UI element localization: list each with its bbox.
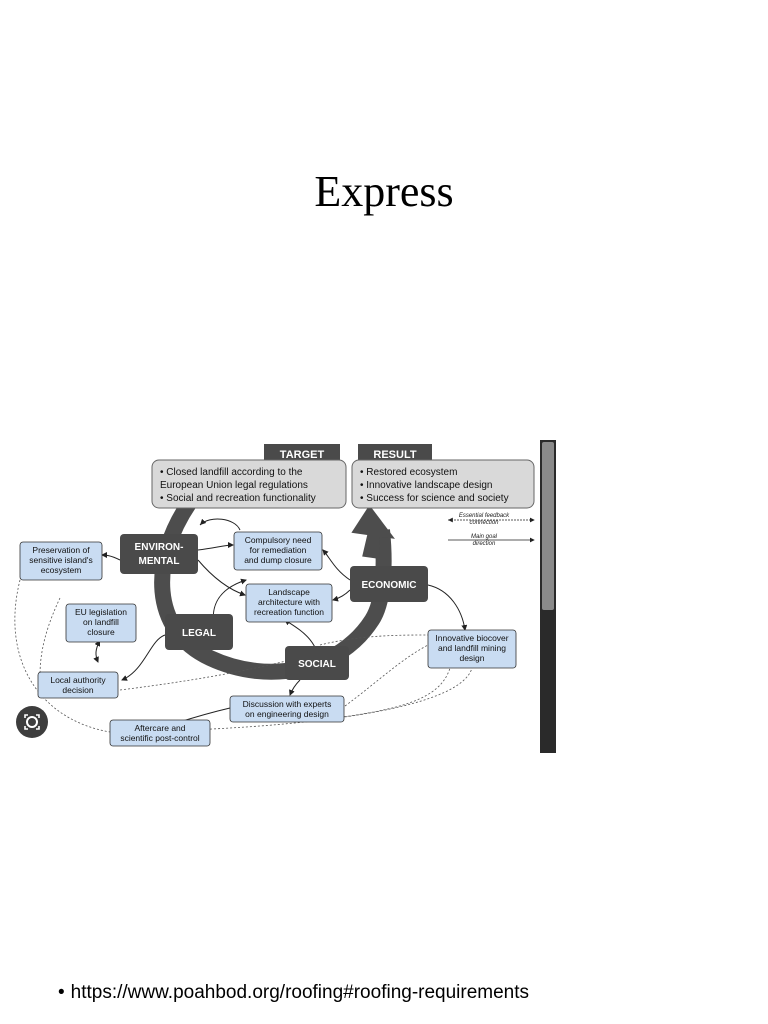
innovative-label: Innovative biocover: [435, 633, 508, 643]
compulsory-node: [233, 531, 323, 571]
innovative-label: and landfill mining: [438, 643, 506, 653]
diagram-svg: TARGET RESULT • Closed landfill accordin…: [14, 444, 535, 747]
environmental-label: MENTAL: [139, 556, 180, 567]
legend-direction-line2: direction: [473, 541, 496, 547]
environmental-label: ENVIRON-: [135, 542, 184, 553]
compulsory-label: for remediation: [250, 545, 307, 555]
bullet-item: •https://www.poahbod.org/roofing#roofing…: [58, 982, 529, 1004]
discussion-node: [229, 695, 345, 723]
result-box: [351, 459, 535, 509]
legend: Essential feedback connection Main goal …: [448, 513, 535, 547]
environmental-node: [120, 534, 198, 574]
legend-feedback-line1: Essential feedback: [459, 513, 510, 519]
compulsory-label: Compulsory need: [245, 535, 312, 545]
preservation-label: ecosystem: [41, 565, 82, 575]
landscape-label: architecture with: [258, 597, 320, 607]
eu-legislation-label: closure: [87, 627, 115, 637]
social-node: [285, 646, 349, 680]
target-header: [264, 444, 340, 464]
landscape-node: [245, 583, 333, 623]
target-item: • Social and recreation functionality: [160, 493, 316, 504]
target-box: [151, 459, 347, 509]
preservation-label: Preservation of: [32, 545, 90, 555]
landscape-label: Landscape: [268, 587, 310, 597]
preservation-label: sensitive island's: [29, 555, 93, 565]
target-label: TARGET: [280, 449, 325, 461]
lens-search-button[interactable]: [16, 706, 48, 738]
innovative-node: [427, 629, 517, 669]
aftercare-node: [109, 719, 211, 747]
scrollbar[interactable]: [540, 440, 556, 753]
target-item: • Closed landfill according to the: [160, 467, 303, 478]
cycle-arrowhead: [351, 504, 395, 559]
legal-label: LEGAL: [182, 628, 216, 639]
result-header: [358, 444, 432, 464]
local-authority-node: [37, 671, 119, 699]
discussion-label: Discussion with experts: [243, 699, 332, 709]
eu-legislation-node: [65, 603, 137, 643]
local-authority-label: Local authority: [50, 675, 106, 685]
economic-label: ECONOMIC: [362, 580, 417, 591]
local-authority-label: decision: [62, 685, 93, 695]
innovative-label: design: [459, 653, 484, 663]
landscape-label: recreation function: [254, 607, 324, 617]
feedback-links: [14, 579, 473, 733]
target-item: European Union legal regulations: [160, 480, 308, 491]
roofing-link[interactable]: https://www.poahbod.org/roofing#roofing-…: [70, 982, 530, 1003]
legal-node: [165, 614, 233, 650]
aftercare-label: scientific post-control: [120, 733, 199, 743]
result-item: • Innovative landscape design: [360, 480, 492, 491]
legend-feedback-line2: connection: [469, 520, 499, 526]
bullet-icon: •: [58, 982, 65, 1003]
scrollbar-thumb[interactable]: [542, 442, 554, 610]
social-label: SOCIAL: [298, 659, 336, 670]
discussion-label: on engineering design: [245, 709, 329, 719]
economic-node: [350, 566, 428, 602]
preservation-node: [19, 541, 103, 581]
lens-icon: [24, 714, 40, 730]
eu-legislation-label: on landfill: [83, 617, 119, 627]
result-label: RESULT: [373, 449, 416, 461]
legend-direction-line1: Main goal: [471, 534, 498, 540]
result-item: • Restored ecosystem: [360, 467, 457, 478]
landfill-diagram-image: TARGET RESULT • Closed landfill accordin…: [0, 440, 556, 753]
compulsory-label: and dump closure: [244, 555, 312, 565]
result-item: • Success for science and society: [360, 493, 509, 504]
eu-legislation-label: EU legislation: [75, 607, 127, 617]
slide-title: Express: [314, 167, 454, 216]
aftercare-label: Aftercare and: [134, 723, 185, 733]
